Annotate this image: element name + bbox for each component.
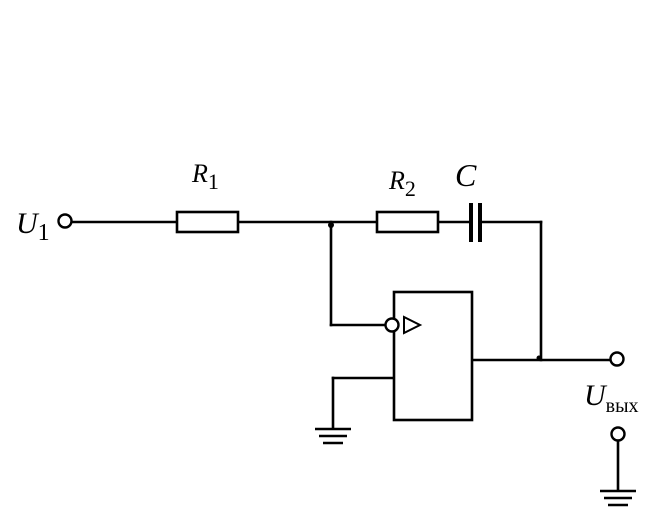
op-amp-body <box>392 290 474 422</box>
junction-dot-node <box>328 222 334 228</box>
capacitor-c <box>469 203 482 242</box>
amplifier-triangle-icon <box>403 315 423 335</box>
wires <box>70 220 620 492</box>
resistor-r2 <box>375 210 440 234</box>
op-amp <box>384 290 474 422</box>
label-c: C <box>455 157 477 193</box>
ground-symbol-output <box>600 489 636 507</box>
ground-symbol-opamp <box>315 427 351 445</box>
output-terminal <box>609 351 625 367</box>
label-u1: U1 <box>16 207 50 246</box>
label-r2: R2 <box>388 166 416 201</box>
junction-dot-output <box>536 355 542 361</box>
label-r1: R1 <box>191 159 219 194</box>
resistor-r1 <box>175 210 240 234</box>
label-u-out: Uвых <box>584 379 639 417</box>
output-ground-terminal <box>610 426 626 442</box>
input-terminal <box>57 213 73 229</box>
inverting-input-bubble <box>384 317 400 333</box>
